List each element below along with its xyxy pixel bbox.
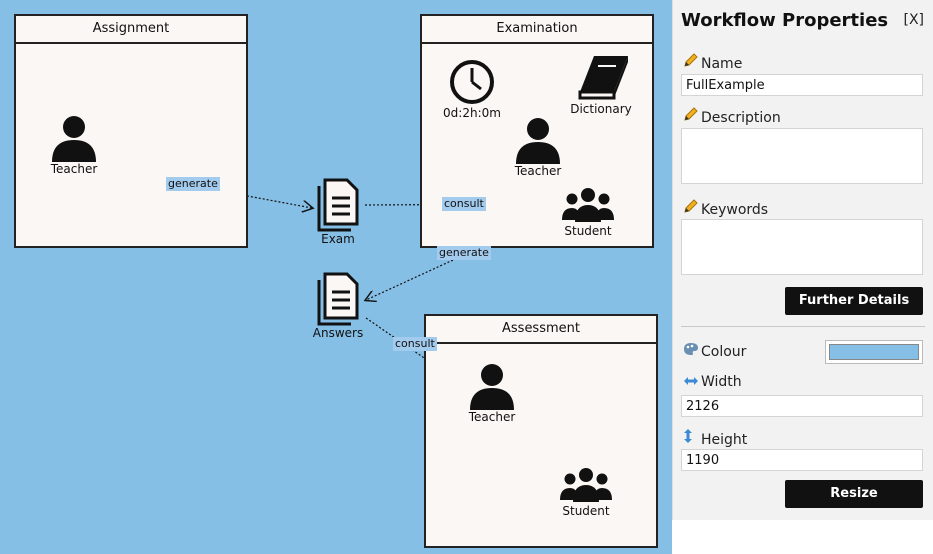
node-label: 0d:2h:0m <box>443 106 501 120</box>
resize-button[interactable]: Resize <box>785 480 923 508</box>
description-label: Description <box>683 106 781 126</box>
clock-icon <box>450 60 494 104</box>
node-label: Dictionary <box>570 102 632 116</box>
book-icon <box>578 56 628 100</box>
exam-clock-node[interactable]: 0d:2h:0m <box>440 58 504 120</box>
pencil-icon <box>683 52 701 72</box>
exam-student-node[interactable]: Student <box>556 186 620 238</box>
node-label: Teacher <box>514 164 562 178</box>
pencil-icon <box>683 106 701 126</box>
palette-icon <box>683 342 701 360</box>
colour-picker[interactable] <box>825 340 923 364</box>
group-icon <box>560 468 612 502</box>
description-field[interactable] <box>681 128 923 184</box>
workflow-canvas[interactable]: Assignment Examination Assessment Teache… <box>0 0 672 554</box>
document-icon <box>317 178 359 232</box>
width-label-text: Width <box>701 374 742 390</box>
person-icon <box>516 118 560 164</box>
colour-label-text: Colour <box>701 344 747 360</box>
description-label-text: Description <box>701 110 781 126</box>
height-label-text: Height <box>701 432 748 448</box>
answers-document-node[interactable]: Answers <box>306 272 370 340</box>
edge-label-consult[interactable]: consult <box>442 197 486 211</box>
assignment-box[interactable]: Assignment <box>14 14 248 248</box>
keywords-label: Keywords <box>683 198 768 218</box>
keywords-field[interactable] <box>681 219 923 275</box>
node-label: Teacher <box>50 162 98 176</box>
colour-swatch <box>829 344 919 360</box>
width-label: Width <box>683 374 742 390</box>
assessment-box[interactable]: Assessment <box>424 314 658 548</box>
vertical-arrows-icon <box>683 428 701 448</box>
exam-dictionary-node[interactable]: Dictionary <box>566 52 636 116</box>
assignment-teacher-node[interactable]: Teacher <box>44 112 104 176</box>
height-label: Height <box>683 428 747 448</box>
further-details-button[interactable]: Further Details <box>785 287 923 315</box>
assessment-teacher-node[interactable]: Teacher <box>462 360 522 424</box>
node-label: Teacher <box>468 410 516 424</box>
width-field[interactable]: 2126 <box>681 395 923 417</box>
assessment-student-node[interactable]: Student <box>554 466 618 518</box>
edge-label-generate[interactable]: generate <box>437 246 491 260</box>
edge-label-generate[interactable]: generate <box>166 177 220 191</box>
colour-label: Colour <box>683 342 746 360</box>
exam-teacher-node[interactable]: Teacher <box>508 114 568 178</box>
edge-label-consult[interactable]: consult <box>393 337 437 351</box>
height-field[interactable]: 1190 <box>681 449 923 471</box>
assignment-title: Assignment <box>16 16 246 44</box>
panel-title: Workflow Properties <box>681 10 889 31</box>
close-button[interactable]: [X] <box>903 12 924 28</box>
horizontal-arrows-icon <box>683 374 701 390</box>
node-label: Student <box>562 504 610 518</box>
pencil-icon <box>683 198 701 218</box>
name-field[interactable]: FullExample <box>681 74 923 96</box>
panel-divider <box>681 326 925 327</box>
node-label: Student <box>564 224 612 238</box>
node-label: Exam <box>321 232 355 246</box>
node-label: Answers <box>312 326 364 340</box>
examination-title: Examination <box>422 16 652 44</box>
name-label: Name <box>683 52 742 72</box>
assessment-title: Assessment <box>426 316 656 344</box>
exam-document-node[interactable]: Exam <box>308 178 368 246</box>
group-icon <box>562 188 614 222</box>
keywords-label-text: Keywords <box>701 202 769 218</box>
person-icon <box>470 364 514 410</box>
name-label-text: Name <box>701 56 743 72</box>
document-icon <box>317 272 359 326</box>
person-icon <box>52 116 96 162</box>
workflow-properties-panel: Workflow Properties [X] Name FullExample… <box>672 0 933 520</box>
